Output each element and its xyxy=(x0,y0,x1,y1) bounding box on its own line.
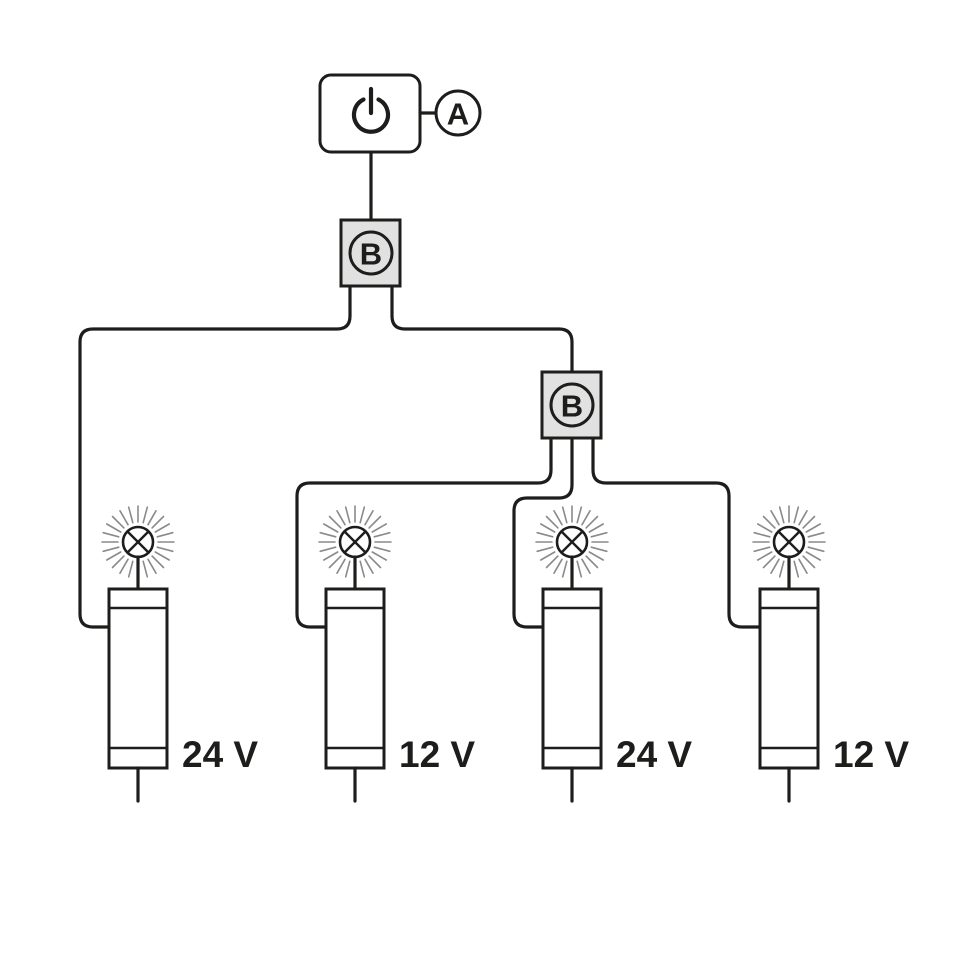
driver-body xyxy=(324,587,386,770)
wire-hub2-to-driver2 xyxy=(295,436,553,629)
driver-3: 24 V xyxy=(535,505,692,803)
distributor-hub-2: B xyxy=(540,370,603,440)
wire-hub1-to-hub2 xyxy=(390,284,574,374)
light-bulb-icon xyxy=(101,505,175,579)
label-circle-a xyxy=(434,89,482,137)
driver-body xyxy=(758,587,820,770)
driver-body xyxy=(541,587,603,770)
driver-1: 24 V xyxy=(101,505,258,803)
power-icon xyxy=(351,86,391,134)
voltage-label: 24 V xyxy=(616,734,692,775)
distributor-label: B xyxy=(561,389,583,424)
voltage-label: 12 V xyxy=(833,734,909,775)
driver-body xyxy=(107,587,169,770)
distributor-hub-1: B xyxy=(339,218,402,288)
wires xyxy=(78,150,762,629)
drivers: 24 V 12 V 24 V 12 V xyxy=(101,505,909,803)
light-bulb-icon xyxy=(318,505,392,579)
light-bulb-icon xyxy=(752,505,826,579)
voltage-label: 12 V xyxy=(399,734,475,775)
driver-4: 12 V xyxy=(752,505,909,803)
driver-2: 12 V xyxy=(318,505,475,803)
light-bulb-icon xyxy=(535,505,609,579)
wire-hub2-to-driver3 xyxy=(512,436,574,629)
switch-label: A xyxy=(447,97,469,132)
wire-hub2-to-driver4 xyxy=(591,436,762,629)
voltage-label: 24 V xyxy=(182,734,258,775)
power-switch: A xyxy=(318,73,482,154)
distributor-label: B xyxy=(360,237,382,272)
wire-hub1-to-driver1 xyxy=(78,284,352,629)
